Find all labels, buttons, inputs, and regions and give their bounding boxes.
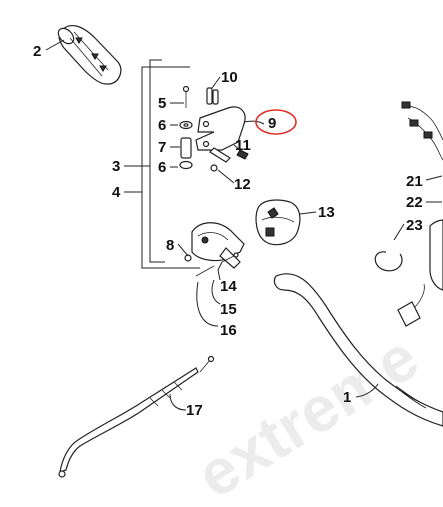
callout-6a: 6 [158, 117, 166, 134]
callout-11: 11 [235, 137, 251, 154]
callout-2: 2 [33, 43, 41, 60]
callout-1: 1 [343, 389, 351, 406]
mounting-screws [195, 252, 239, 277]
callout-3: 3 [112, 158, 120, 175]
bracket-3 [149, 59, 165, 263]
watermark-text: extreme [184, 321, 430, 507]
callout-15: 15 [220, 301, 237, 318]
callout-5: 5 [158, 95, 166, 112]
callout-23: 23 [406, 217, 423, 234]
callout-13: 13 [318, 204, 335, 221]
callout-22: 22 [406, 194, 423, 211]
callout-7: 7 [158, 139, 166, 156]
callout-17: 17 [186, 402, 203, 419]
screw-washer-spacer-stack [179, 85, 193, 170]
snap-ring [374, 251, 403, 272]
control-housing [184, 222, 245, 269]
highlight-circle [255, 109, 297, 135]
leader-lines [45, 39, 443, 411]
callout-4: 4 [112, 184, 121, 201]
throttle-cable [58, 355, 215, 478]
callout-6b: 6 [158, 159, 166, 176]
switch-bracket [195, 87, 249, 172]
callout-16: 16 [220, 322, 237, 339]
bracket-4 [141, 66, 200, 269]
hand-grip [57, 24, 122, 85]
callout-8: 8 [166, 237, 174, 254]
switch-housing [255, 199, 301, 246]
callout-9: 9 [268, 115, 276, 132]
callout-12: 12 [234, 176, 251, 193]
callout-10: 10 [221, 69, 238, 86]
callout-14: 14 [220, 278, 237, 295]
wiring-harness [397, 101, 443, 327]
handlebar [273, 273, 443, 427]
callout-21: 21 [406, 173, 423, 190]
